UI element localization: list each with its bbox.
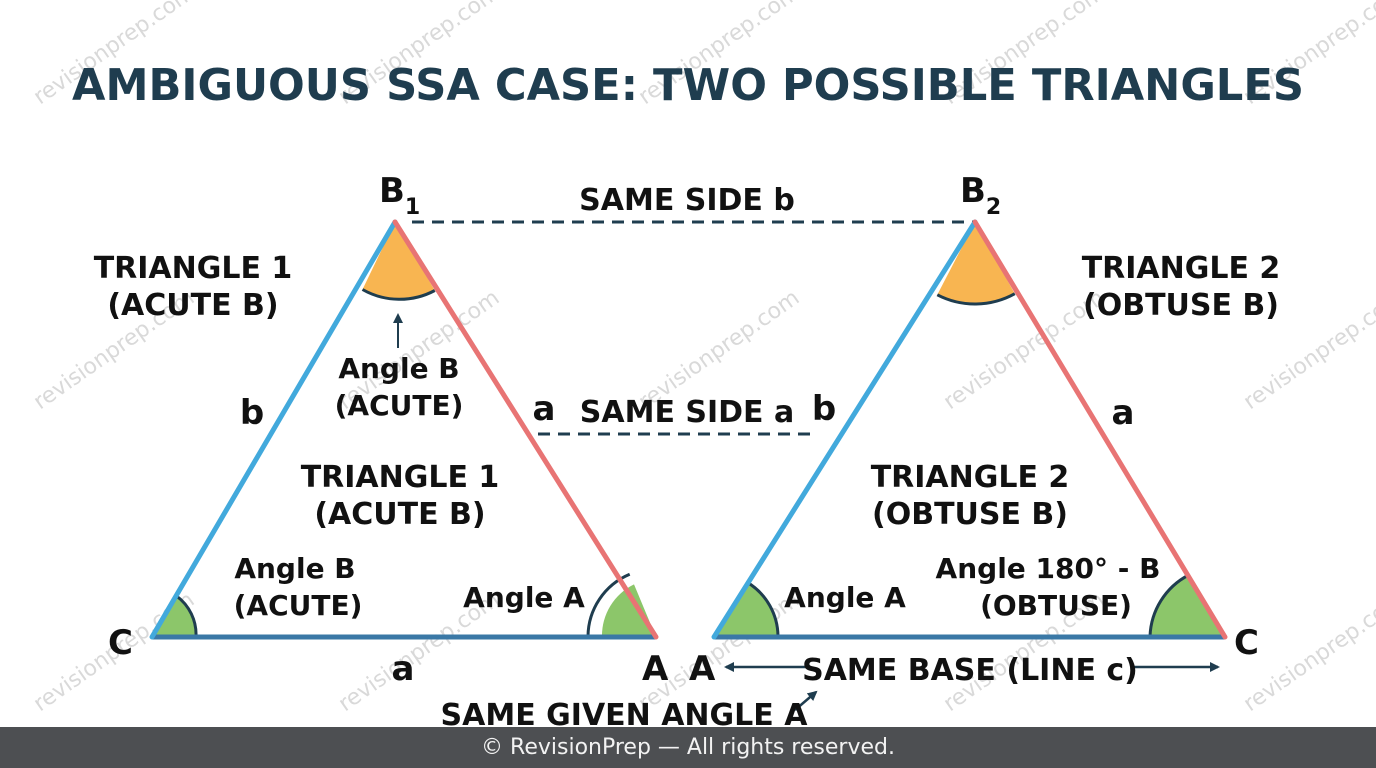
triangle-2-angle-c-wedge xyxy=(1150,575,1225,637)
triangle-2-inner-label-sub: (OBTUSE B) xyxy=(872,497,1068,532)
triangle-1-vertex-right: A xyxy=(642,649,669,689)
triangle-1-inner-label: TRIANGLE 1 xyxy=(301,460,500,495)
triangle-1-vertex-top: B1 xyxy=(379,171,420,220)
same-side-a-label: SAME SIDE a xyxy=(580,395,794,430)
triangle-2-right-angle-label-sub: (OBTUSE) xyxy=(980,589,1132,622)
same-side-b-label: SAME SIDE b xyxy=(579,183,795,218)
triangle-1-side-a-label: a xyxy=(533,389,556,429)
triangle-2-inner-label: TRIANGLE 2 xyxy=(871,460,1070,495)
triangle-1 xyxy=(149,219,659,640)
triangle-1-side-a xyxy=(392,219,659,640)
triangle-2-angle-c-arc xyxy=(1148,573,1190,638)
triangle-2-outer-label-sub: (OBTUSE B) xyxy=(1083,288,1279,323)
triangle-1-left-angle-label-sub: (ACUTE) xyxy=(234,589,363,622)
triangle-2-vertex-top: B2 xyxy=(960,171,1001,220)
triangle-2-side-a-label: a xyxy=(1112,393,1135,433)
triangle-1-top-angle-label-sub: (ACUTE) xyxy=(335,389,464,422)
triangle-2-side-b xyxy=(711,219,978,640)
triangle-2 xyxy=(711,219,1228,640)
same-base-label: SAME BASE (LINE c) xyxy=(802,653,1138,688)
triangle-1-outer-label: TRIANGLE 1 xyxy=(94,251,293,286)
triangle-1-side-b-label: b xyxy=(240,393,264,433)
triangle-1-base-label: a xyxy=(392,649,415,689)
triangle-2-angle-a-arc xyxy=(746,581,780,638)
page-title: AMBIGUOUS SSA CASE: TWO POSSIBLE TRIANGL… xyxy=(72,60,1304,111)
watermark: revisionprep.com xyxy=(1239,587,1376,717)
triangle-2-angle-b-arc xyxy=(936,292,1016,306)
triangle-2-vertex-left: A xyxy=(689,649,716,689)
triangle-2-right-angle-label: Angle 180° - B xyxy=(936,552,1161,585)
triangle-1-side-b xyxy=(149,219,398,640)
triangle-1-angle-b-arc xyxy=(361,288,436,301)
triangle-1-angle-a-wedge xyxy=(601,584,656,637)
triangle-2-angle-b-wedge xyxy=(937,222,1015,304)
copyright-footer: © RevisionPrep — All rights reserved. xyxy=(0,727,1376,768)
triangle-2-side-b-label: b xyxy=(812,389,836,429)
triangle-1-vertex-left: C xyxy=(108,623,133,663)
triangle-2-side-a xyxy=(972,219,1228,640)
triangle-1-outer-label-sub: (ACUTE B) xyxy=(107,288,278,323)
triangle-2-outer-label: TRIANGLE 2 xyxy=(1082,251,1281,286)
triangle-1-top-angle-label: Angle B xyxy=(338,352,459,385)
triangle-1-angle-b-wedge xyxy=(362,222,435,300)
triangle-1-right-angle-label: Angle A xyxy=(463,581,585,614)
triangle-1-left-angle-label: Angle B xyxy=(234,552,355,585)
triangle-1-angle-c-arc xyxy=(175,594,198,638)
triangle-2-vertex-right: C xyxy=(1234,623,1259,663)
triangle-2-left-angle-label: Angle A xyxy=(784,581,906,614)
same-angle-pointer-arrow xyxy=(794,690,818,711)
triangle-1-inner-label-sub: (ACUTE B) xyxy=(314,497,485,532)
